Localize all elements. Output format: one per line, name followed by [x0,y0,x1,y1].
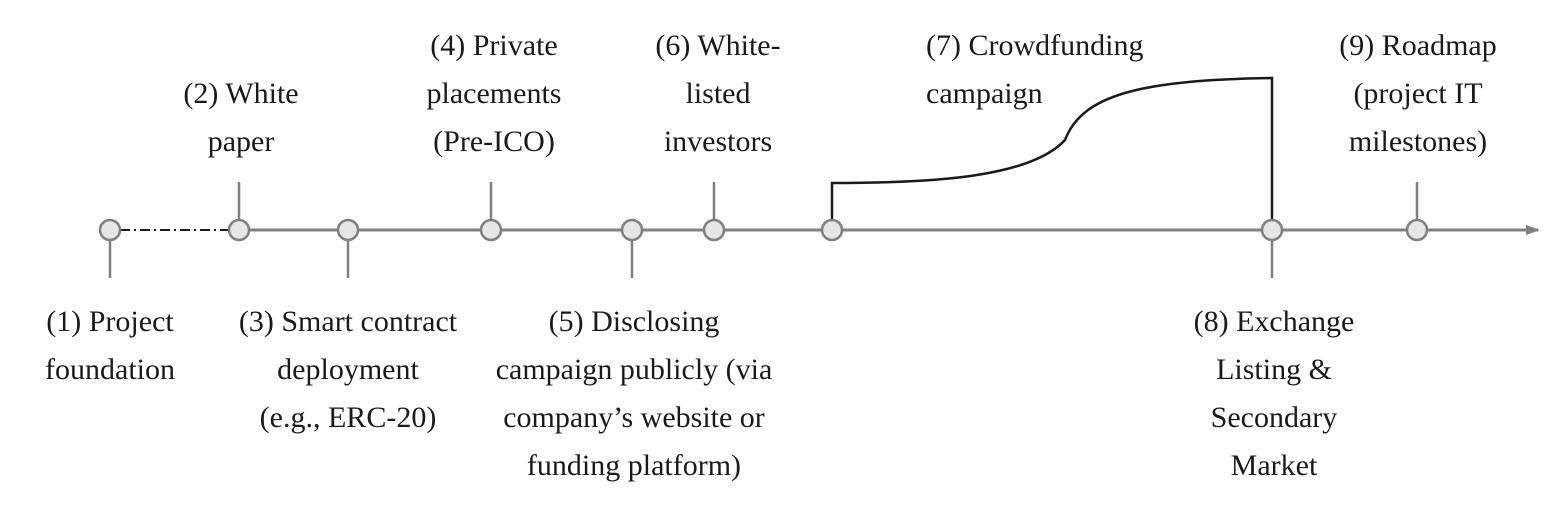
milestone-8-label-line-3: Secondary [1210,401,1338,434]
milestone-9-label: (9) Roadmap (project IT milestones) [1339,22,1496,166]
milestone-3-label-line-1: (3) Smart contract [238,305,458,338]
milestone-4-node [479,218,503,242]
milestone-1-label: (1) Project foundation [45,298,175,394]
milestone-5-label: (5) Disclosing campaign publicly (via co… [496,298,773,490]
milestone-7-label-line-1: (7) Crowdfunding [926,29,1144,62]
milestone-9-node [1405,218,1429,242]
milestone-8-label: (8) Exchange Listing & Secondary Market [1194,298,1355,490]
milestone-4-label-line-2: placements [426,77,562,110]
milestone-5-node [620,218,644,242]
milestone-3-label-line-3: (e.g., ERC-20) [259,401,437,434]
milestone-6-label-line-1: (6) White- [655,29,781,62]
milestone-9-label-line-3: milestones) [1348,125,1488,158]
milestone-8-label-line-1: (8) Exchange [1193,305,1355,338]
milestone-2-label-line-2: paper [207,125,275,158]
milestone-9-label-line-2: (project IT [1353,77,1483,110]
milestone-1-label-line-1: (1) Project [46,305,174,338]
milestone-6-node [702,218,726,242]
milestone-7-label-line-2: campaign [926,77,1043,110]
milestone-5-label-line-4: funding platform) [526,449,742,482]
crowdfunding-campaign-curve [830,76,1274,220]
milestone-5-label-line-1: (5) Disclosing [548,305,720,338]
milestone-2-label-line-1: (2) White [183,77,299,110]
milestone-8-label-line-2: Listing & [1216,353,1332,386]
milestone-3-label-line-2: deployment [277,353,419,386]
milestone-8-label-line-4: Market [1230,449,1318,482]
milestone-6-label: (6) White- listed investors [655,22,780,166]
milestone-5-label-line-2: campaign publicly (via [495,353,773,386]
milestone-4-label-line-1: (4) Private [430,29,558,62]
milestone-7-node [820,218,844,242]
milestone-7-label: (7) Crowdfunding campaign [926,22,1143,118]
milestone-9-label-line-1: (9) Roadmap [1339,29,1497,62]
milestone-2-node [227,218,251,242]
milestone-1-node [98,218,122,242]
milestone-6-label-line-2: listed [685,77,751,110]
milestone-5-label-line-3: company’s website or [503,401,765,434]
milestone-3-node [336,218,360,242]
milestone-4-label-line-3: (Pre-ICO) [433,125,555,158]
milestone-4-label: (4) Private placements (Pre-ICO) [427,22,562,166]
milestone-1-label-line-2: foundation [45,353,175,386]
milestone-6-label-line-3: investors [663,125,773,158]
milestone-3-label: (3) Smart contract deployment (e.g., ERC… [239,298,457,442]
milestone-2-label: (2) White paper [183,70,298,166]
milestone-8-node [1260,218,1284,242]
